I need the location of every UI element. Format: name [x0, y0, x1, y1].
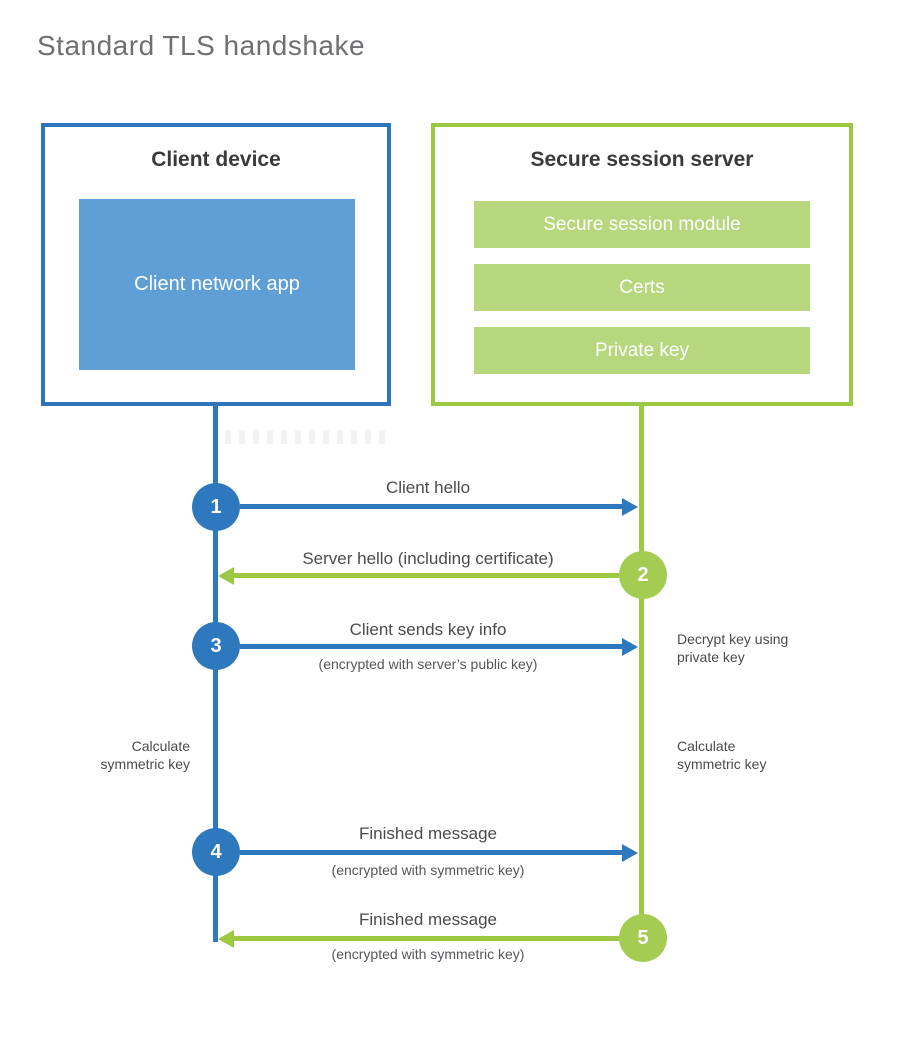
- arrowhead-step4: [622, 844, 638, 862]
- server-module-certs: Certs: [474, 264, 810, 311]
- message-label-server-hello: Server hello (including certificate): [302, 549, 554, 568]
- server-lifeline: [639, 405, 644, 918]
- note-decrypt-key: Decrypt key using private key: [677, 631, 789, 665]
- arrowhead-step2: [218, 567, 234, 585]
- client-device-title: Client device: [151, 148, 281, 171]
- arrowhead-step5: [218, 930, 234, 948]
- message-label-finished-client: Finished message: [359, 824, 497, 843]
- arrow-shaft-step3: [240, 644, 622, 649]
- client-device-box: Client device Client network app: [41, 123, 391, 406]
- message-sub-key-info: (encrypted with server’s public key): [318, 656, 538, 672]
- step-circle-2: 2: [619, 551, 667, 599]
- client-network-app-label: Client network app: [134, 273, 300, 295]
- server-module-private-key: Private key: [474, 327, 810, 374]
- step-circle-4: 4: [192, 828, 240, 876]
- note-calculate-symmetric-key-server: Calculate symmetric key: [677, 738, 767, 772]
- step-circle-1: 1: [192, 483, 240, 531]
- message-label-client-hello: Client hello: [385, 478, 471, 497]
- arrow-shaft-step1: [240, 504, 622, 509]
- server-modules: Secure session module Certs Private key: [474, 201, 810, 390]
- message-label-finished-server: Finished message: [359, 910, 497, 929]
- arrow-shaft-step5: [234, 936, 619, 941]
- secure-session-server-box: Secure session server Secure session mod…: [431, 123, 853, 406]
- server-module-secure-session: Secure session module: [474, 201, 810, 248]
- arrow-shaft-step4: [240, 850, 622, 855]
- secure-session-server-title: Secure session server: [530, 148, 754, 171]
- message-sub-finished-client: (encrypted with symmetric key): [331, 862, 525, 878]
- note-calculate-symmetric-key-client: Calculate symmetric key: [100, 738, 190, 772]
- client-lifeline: [213, 405, 218, 942]
- step-circle-5: 5: [619, 914, 667, 962]
- arrowhead-step1: [622, 498, 638, 516]
- arrow-shaft-step2: [234, 573, 619, 578]
- message-sub-finished-server: (encrypted with symmetric key): [331, 946, 525, 962]
- faint-artifact: [225, 430, 390, 444]
- page-title: Standard TLS handshake: [37, 30, 366, 61]
- message-label-key-info: Client sends key info: [349, 620, 507, 639]
- step-circle-3: 3: [192, 622, 240, 670]
- client-network-app-box: Client network app: [79, 199, 355, 370]
- arrowhead-step3: [622, 638, 638, 656]
